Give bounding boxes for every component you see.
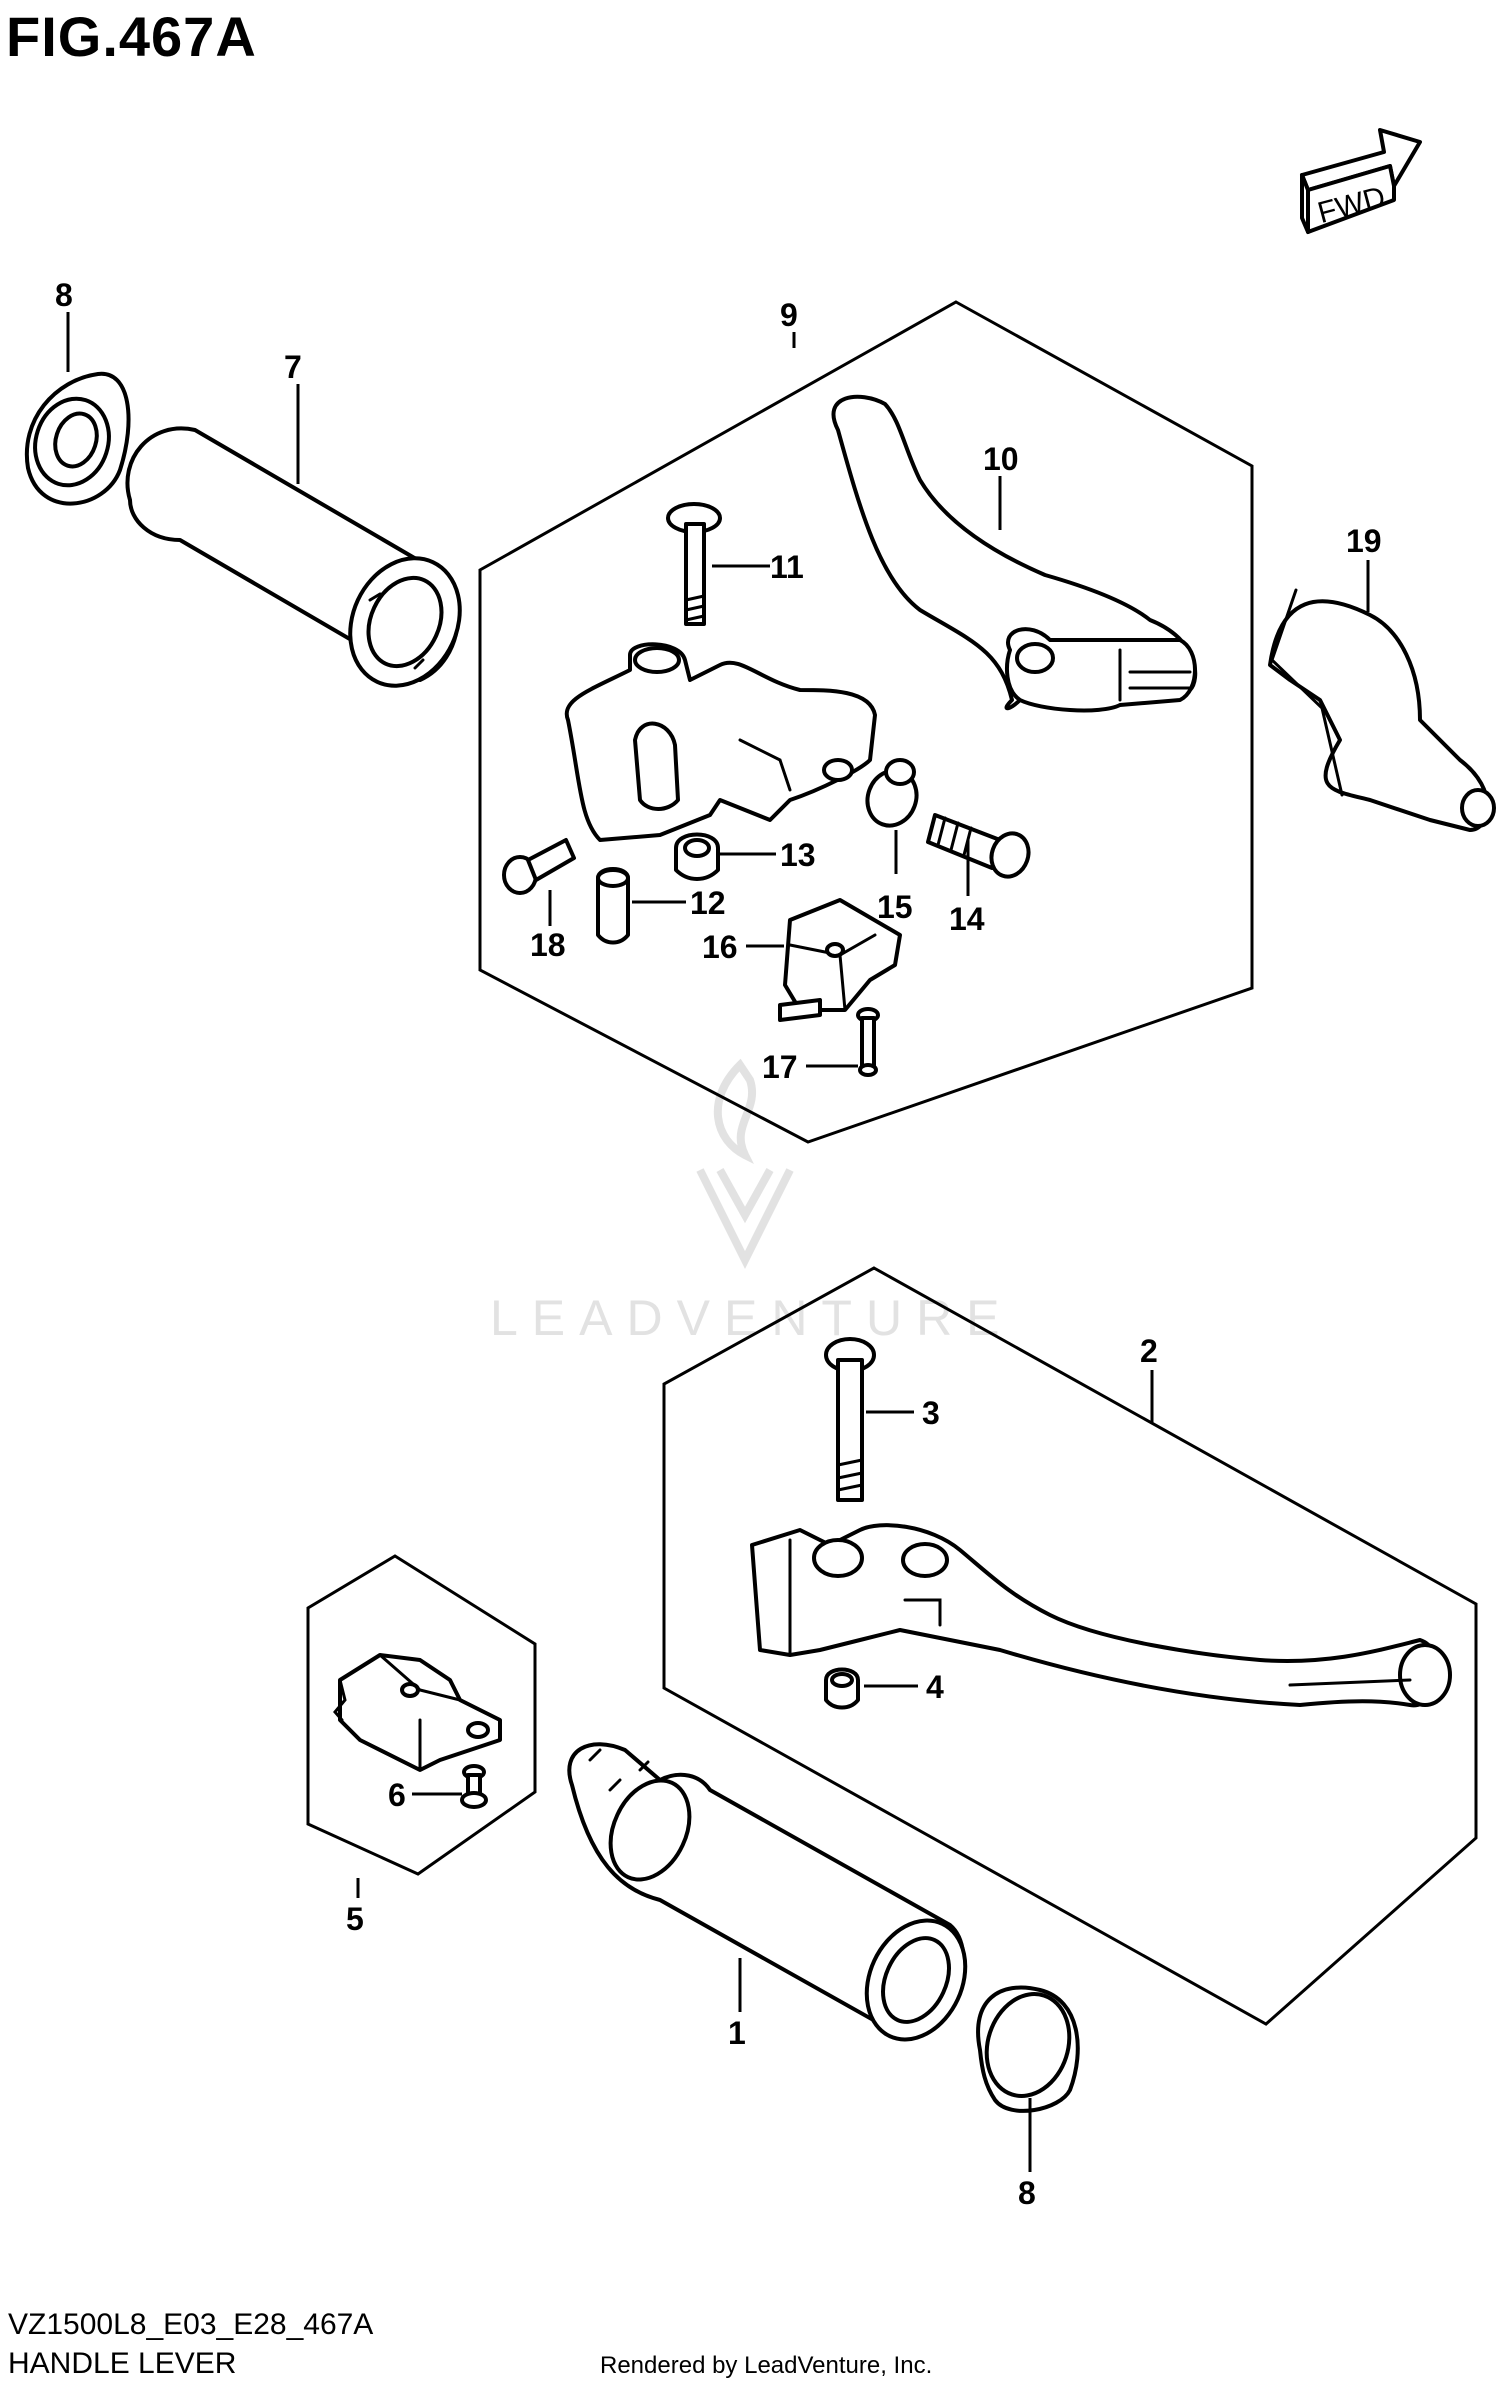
callout-15: 15	[877, 889, 913, 925]
callout-8-bottom: 8	[1018, 2175, 1036, 2211]
callout-14: 14	[949, 901, 985, 937]
brake-switch-screw	[460, 1764, 488, 1809]
fwd-arrow-icon: FWD	[1300, 128, 1422, 234]
callout-1: 1	[728, 2015, 746, 2051]
collar	[596, 867, 630, 945]
clutch-switch	[778, 898, 902, 1022]
callout-19: 19	[1346, 523, 1382, 559]
callout-4: 4	[926, 1669, 944, 1705]
brake-pivot-nut	[824, 1667, 860, 1710]
pivot-nut	[674, 832, 720, 881]
grip-left	[125, 426, 462, 688]
callout-11: 11	[770, 549, 804, 585]
brake-pivot-bolt	[824, 1337, 876, 1502]
leadventure-watermark-logo	[696, 1058, 794, 1269]
lever-assembly-9-box	[478, 300, 1254, 1144]
brake-switch	[333, 1653, 502, 1772]
end-weight-top	[24, 371, 131, 506]
callout-9: 9	[780, 297, 798, 333]
lever-cover	[1268, 588, 1496, 832]
switch-screw	[856, 1007, 880, 1077]
switch-assembly-5-box	[306, 1554, 537, 1876]
callout-5: 5	[346, 1901, 364, 1937]
callout-8-top: 8	[55, 277, 73, 313]
callout-2: 2	[1140, 1333, 1158, 1369]
watermark-text: LEADVENTURE	[490, 1290, 1014, 1346]
callout-17: 17	[762, 1049, 798, 1085]
end-weight-bottom	[976, 1985, 1080, 2113]
callout-12: 12	[690, 885, 726, 921]
callout-16: 16	[702, 929, 738, 965]
adjuster-nut	[865, 758, 919, 828]
render-credit: Rendered by LeadVenture, Inc.	[600, 2352, 933, 2379]
brake-lever	[750, 1523, 1452, 1708]
lever-bracket	[564, 642, 877, 842]
clamp-screw	[502, 838, 576, 895]
callout-6: 6	[388, 1777, 406, 1813]
callout-3: 3	[922, 1395, 940, 1431]
callout-13: 13	[780, 837, 816, 873]
section-name: HANDLE LEVER	[8, 2347, 237, 2380]
callout-10: 10	[983, 441, 1019, 477]
figure-title: FIG.467A	[6, 5, 257, 68]
pivot-bolt	[666, 502, 722, 626]
callout-18: 18	[530, 927, 566, 963]
callout-7: 7	[284, 349, 302, 385]
adjuster-bolt	[926, 813, 1031, 879]
lever-assembly-2-box	[662, 1266, 1478, 2026]
model-code: VZ1500L8_E03_E28_467A	[8, 2308, 374, 2341]
throttle-grip	[567, 1742, 968, 2042]
clutch-lever	[831, 394, 1198, 713]
leader-lines	[66, 312, 1370, 2172]
